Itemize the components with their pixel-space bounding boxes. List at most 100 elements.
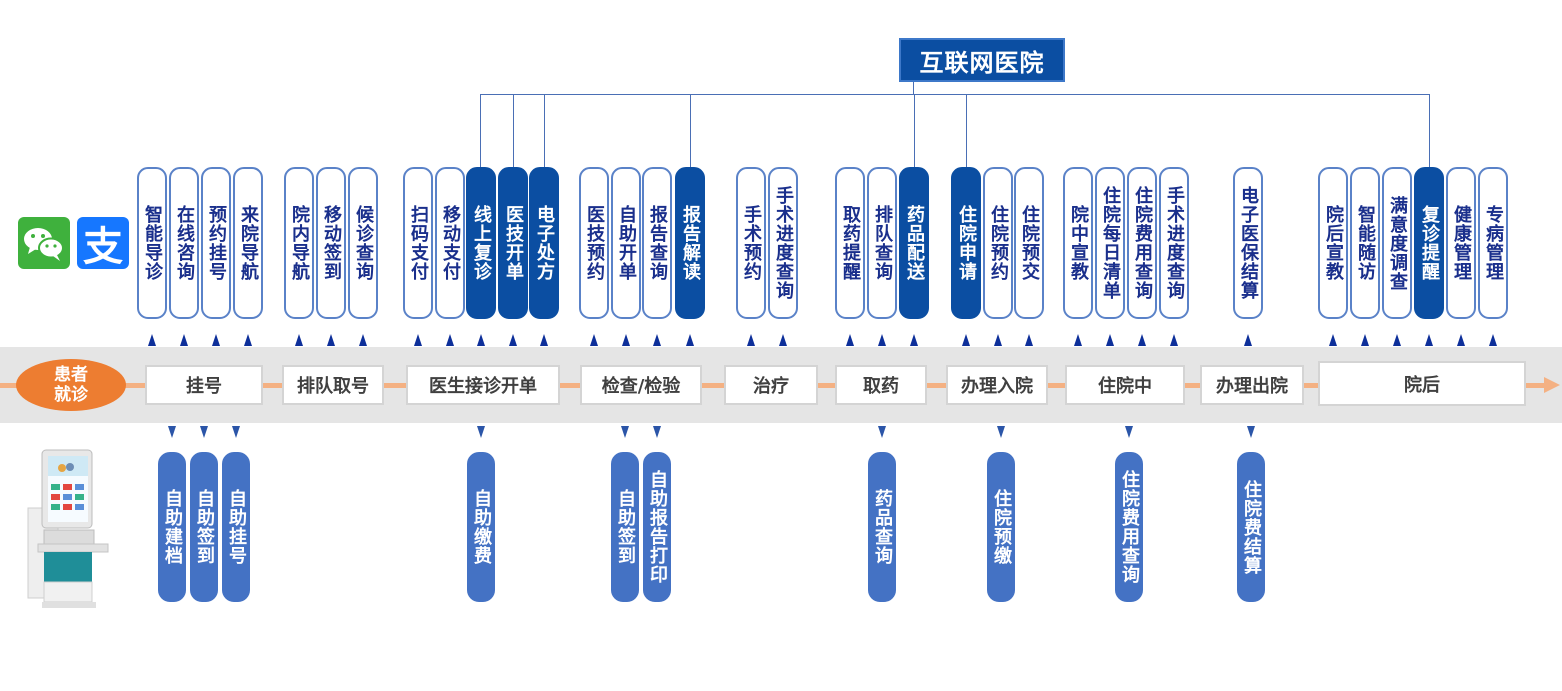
flow-stage: 治疗 [724, 365, 818, 405]
kiosk-service-pill[interactable]: 自助挂号 [222, 452, 250, 602]
online-service-pill[interactable]: 健康管理 [1446, 167, 1476, 319]
arrow-down-icon [168, 426, 176, 438]
online-service-pill[interactable]: 报告查询 [642, 167, 672, 319]
arrow-up-icon [446, 334, 454, 346]
arrow-up-icon [1244, 334, 1252, 346]
online-service-pill[interactable]: 取药提醒 [835, 167, 865, 319]
online-service-pill[interactable]: 线上复诊 [466, 167, 496, 319]
internet-hospital-title: 互联网医院 [899, 38, 1065, 82]
online-service-pill[interactable]: 扫码支付 [403, 167, 433, 319]
arrow-up-icon [747, 334, 755, 346]
connector-drop [1429, 94, 1430, 168]
arrow-down-icon [232, 426, 240, 438]
arrow-down-icon [997, 426, 1005, 438]
online-service-pill[interactable]: 住院申请 [951, 167, 981, 319]
flow-stage: 挂号 [145, 365, 263, 405]
online-service-pill[interactable]: 专病管理 [1478, 167, 1508, 319]
online-service-pill[interactable]: 手术进度查询 [768, 167, 798, 319]
online-service-pill[interactable]: 院内导航 [284, 167, 314, 319]
online-service-pill[interactable]: 医技预约 [579, 167, 609, 319]
online-service-pill[interactable]: 智能导诊 [137, 167, 167, 319]
flow-stage: 办理出院 [1200, 365, 1304, 405]
arrow-up-icon [590, 334, 598, 346]
online-service-pill[interactable]: 在线咨询 [169, 167, 199, 319]
flow-stage: 住院中 [1065, 365, 1185, 405]
arrow-up-icon [1170, 334, 1178, 346]
arrow-up-icon [327, 334, 335, 346]
arrow-up-icon [180, 334, 188, 346]
flow-stage: 排队取号 [282, 365, 384, 405]
kiosk-service-pill[interactable]: 自助建档 [158, 452, 186, 602]
online-service-pill[interactable]: 院中宣教 [1063, 167, 1093, 319]
arrow-up-icon [1329, 334, 1337, 346]
patient-start-node: 患者就诊 [16, 359, 126, 411]
online-service-pill[interactable]: 住院费用查询 [1127, 167, 1157, 319]
flow-stage: 办理入院 [946, 365, 1048, 405]
online-service-pill[interactable]: 自助开单 [611, 167, 641, 319]
online-service-pill[interactable]: 排队查询 [867, 167, 897, 319]
online-service-pill[interactable]: 电子处方 [529, 167, 559, 319]
online-service-pill[interactable]: 住院预约 [983, 167, 1013, 319]
arrow-up-icon [846, 334, 854, 346]
connector-title-stem [913, 82, 914, 95]
arrow-up-icon [910, 334, 918, 346]
alipay-icon: 支 [77, 217, 129, 270]
connector-drop [513, 94, 514, 168]
arrow-up-icon [653, 334, 661, 346]
online-service-pill[interactable]: 报告解读 [675, 167, 705, 319]
kiosk-service-pill[interactable]: 住院费用查询 [1115, 452, 1143, 602]
arrow-up-icon [878, 334, 886, 346]
online-service-pill[interactable]: 药品配送 [899, 167, 929, 319]
self-service-kiosk-icon [24, 448, 110, 614]
arrow-up-icon [1425, 334, 1433, 346]
online-service-pill[interactable]: 候诊查询 [348, 167, 378, 319]
flow-stage: 医生接诊开单 [406, 365, 560, 405]
online-service-pill[interactable]: 移动支付 [435, 167, 465, 319]
arrow-up-icon [148, 334, 156, 346]
connector-drop [966, 94, 967, 168]
kiosk-service-pill[interactable]: 自助报告打印 [643, 452, 671, 602]
online-service-pill[interactable]: 复诊提醒 [1414, 167, 1444, 319]
arrow-down-icon [878, 426, 886, 438]
arrow-up-icon [1393, 334, 1401, 346]
flow-stage: 取药 [835, 365, 927, 405]
arrow-up-icon [1025, 334, 1033, 346]
online-service-pill[interactable]: 医技开单 [498, 167, 528, 319]
arrow-up-icon [1457, 334, 1465, 346]
online-service-pill[interactable]: 预约挂号 [201, 167, 231, 319]
arrow-up-icon [686, 334, 694, 346]
connector-drop [914, 94, 915, 168]
flow-arrow-icon [1544, 377, 1560, 393]
arrow-up-icon [1138, 334, 1146, 346]
kiosk-service-pill[interactable]: 自助签到 [190, 452, 218, 602]
wechat-icon [18, 217, 70, 269]
arrow-up-icon [244, 334, 252, 346]
online-service-pill[interactable]: 移动签到 [316, 167, 346, 319]
kiosk-service-pill[interactable]: 住院费结算 [1237, 452, 1265, 602]
connector-drop [544, 94, 545, 168]
arrow-up-icon [622, 334, 630, 346]
arrow-up-icon [779, 334, 787, 346]
connector-drop [690, 94, 691, 168]
online-service-pill[interactable]: 智能随访 [1350, 167, 1380, 319]
arrow-down-icon [1125, 426, 1133, 438]
online-service-pill[interactable]: 手术进度查询 [1159, 167, 1189, 319]
arrow-up-icon [1074, 334, 1082, 346]
arrow-up-icon [359, 334, 367, 346]
online-service-pill[interactable]: 院后宣教 [1318, 167, 1348, 319]
online-service-pill[interactable]: 满意度调查 [1382, 167, 1412, 319]
kiosk-service-pill[interactable]: 自助缴费 [467, 452, 495, 602]
arrow-up-icon [414, 334, 422, 346]
arrow-down-icon [477, 426, 485, 438]
kiosk-service-pill[interactable]: 自助签到 [611, 452, 639, 602]
kiosk-service-pill[interactable]: 住院预缴 [987, 452, 1015, 602]
online-service-pill[interactable]: 电子医保结算 [1233, 167, 1263, 319]
online-service-pill[interactable]: 住院每日清单 [1095, 167, 1125, 319]
connector-horizontal [480, 94, 1430, 95]
online-service-pill[interactable]: 来院导航 [233, 167, 263, 319]
arrow-down-icon [1247, 426, 1255, 438]
online-service-pill[interactable]: 手术预约 [736, 167, 766, 319]
arrow-up-icon [540, 334, 548, 346]
kiosk-service-pill[interactable]: 药品查询 [868, 452, 896, 602]
online-service-pill[interactable]: 住院预交 [1014, 167, 1044, 319]
